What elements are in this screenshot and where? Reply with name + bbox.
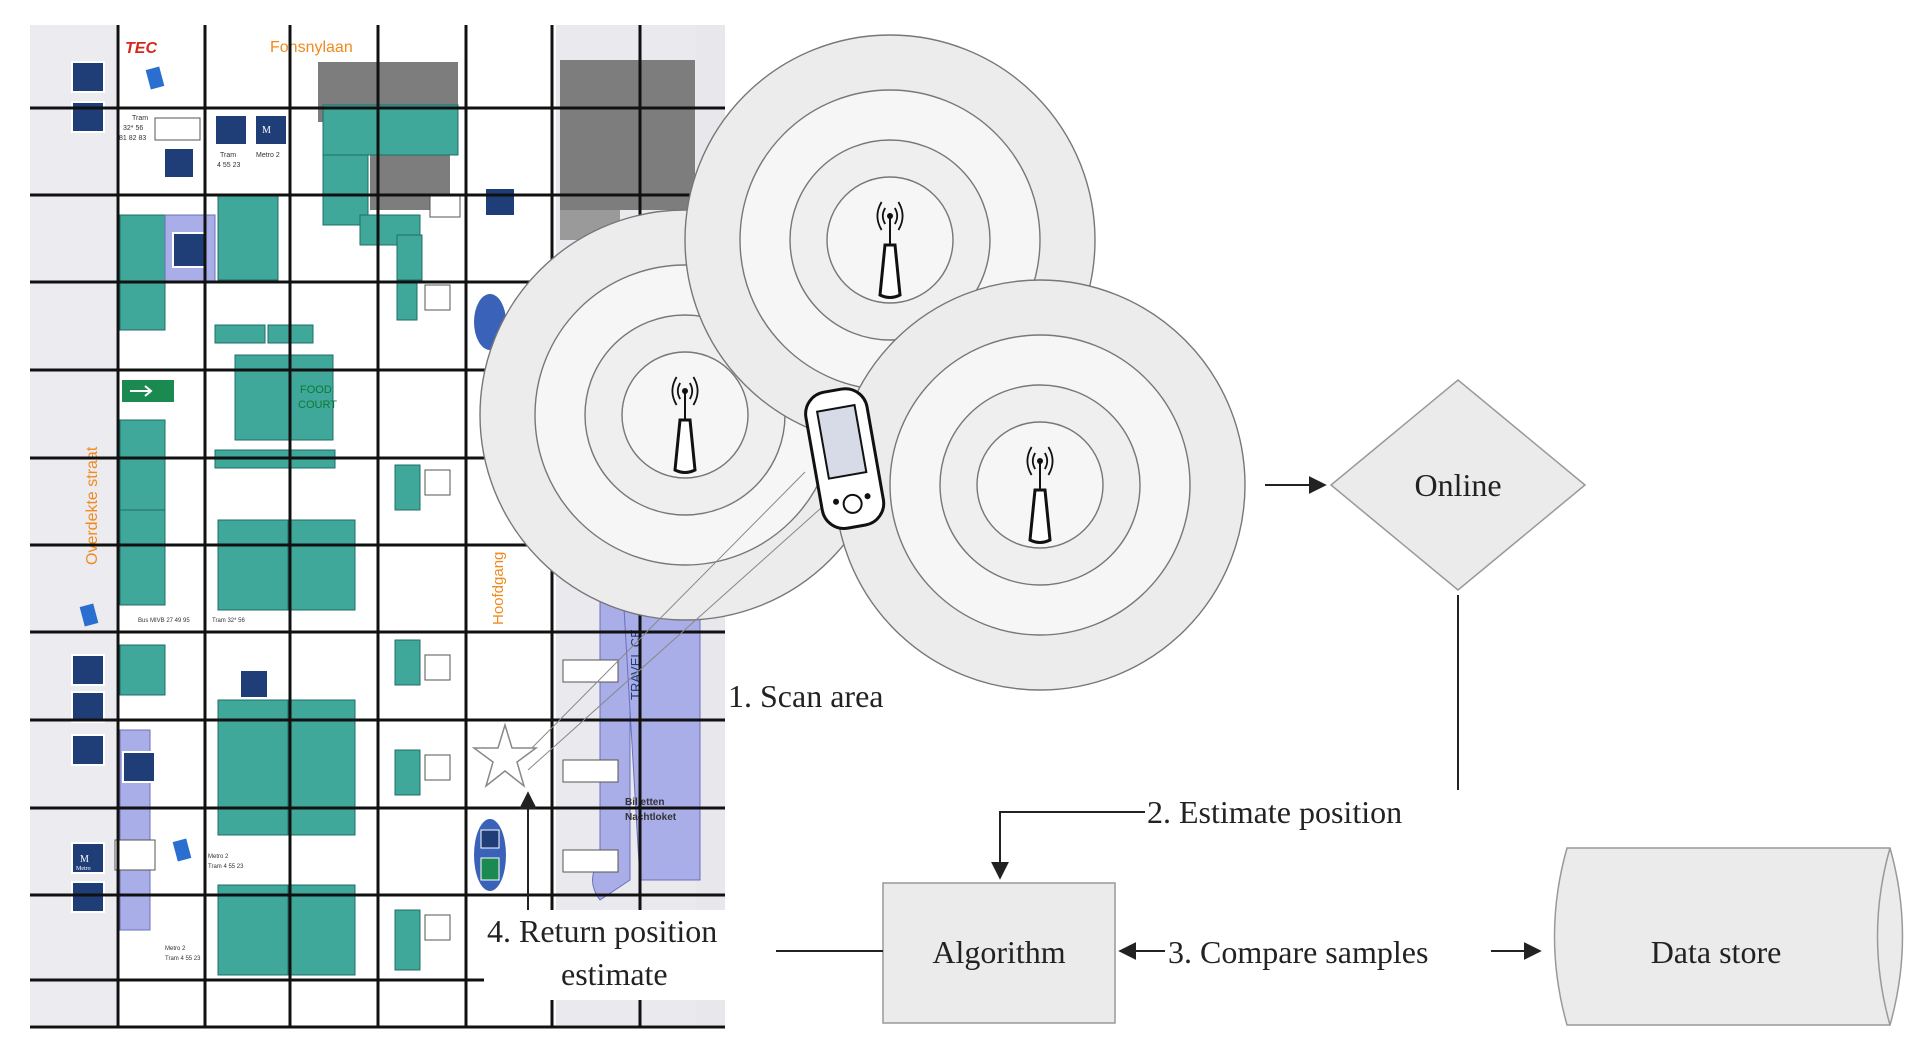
step-compare-label: 3. Compare samples xyxy=(1168,934,1428,970)
metro-icon-label: M xyxy=(262,125,271,136)
transport-icons: M M Metro xyxy=(71,61,516,913)
metro-icon-sub: Metro xyxy=(76,866,91,872)
star-marker-icon xyxy=(471,722,539,789)
datastore-label: Data store xyxy=(1651,934,1782,970)
wheelchair-icon xyxy=(122,751,156,783)
bus-label: Bus MIVB 27 49 95 xyxy=(138,618,190,624)
step-estimate-label: 2. Estimate position xyxy=(1147,794,1402,830)
wifi-antenna-icon xyxy=(1026,446,1054,544)
shop-block xyxy=(322,104,459,156)
tram-label: Tram xyxy=(132,115,148,122)
street-left-label: Overdekte straat xyxy=(84,446,101,565)
wifi-antenna-icon xyxy=(876,201,904,299)
access-point xyxy=(834,279,1246,691)
algorithm-node xyxy=(882,882,1116,1024)
tram3-label: Tram 32* 56 xyxy=(212,618,245,624)
metro-icon xyxy=(254,114,288,146)
algorithm-label: Algorithm xyxy=(932,934,1065,970)
metro3-tram: Tram 4 55 23 xyxy=(165,956,201,962)
wifi-antenna-icon xyxy=(671,376,699,474)
bus-icon xyxy=(484,187,516,217)
ticket-label-2: Nachtloket xyxy=(625,812,677,823)
phone-icon xyxy=(163,147,195,179)
tram-icon xyxy=(71,691,105,723)
online-node xyxy=(1329,379,1587,591)
online-label: Online xyxy=(1414,467,1501,503)
bus-icon xyxy=(71,654,105,686)
main-corridor-label: Hoofdgang xyxy=(490,552,507,625)
tram-icon xyxy=(71,881,105,913)
tram2-lines: 4 55 23 xyxy=(217,162,240,169)
step-return-label-2: estimate xyxy=(561,956,668,992)
step-scan-label: 1. Scan area xyxy=(728,678,883,714)
metro2-tram: Tram 4 55 23 xyxy=(208,864,244,870)
toilets-icon xyxy=(172,232,206,268)
ticket-card-icon xyxy=(145,66,165,90)
flowchart: Online Algorithm Data store 1. Scan area… xyxy=(484,379,1904,1026)
device-to-position-lines xyxy=(519,471,831,771)
metro2-label: Metro 2 xyxy=(208,854,229,860)
metro-icon xyxy=(71,842,105,874)
metro-label: Metro 2 xyxy=(256,152,280,159)
street-top-label: Fonsnylaan xyxy=(270,39,353,56)
taxi-icon xyxy=(71,734,105,766)
tram2-label: Tram xyxy=(220,152,236,159)
tram-lines: 32* 56 xyxy=(123,125,143,132)
tec-logo: TEC xyxy=(125,40,157,57)
tram-icon xyxy=(214,114,248,146)
datastore-node xyxy=(1553,847,1904,1026)
metro-icon-label-2: M xyxy=(80,854,89,865)
food-court-label-2: COURT xyxy=(298,399,337,411)
phone-icon xyxy=(239,669,269,699)
metro3-label: Metro 2 xyxy=(165,946,186,952)
step-return-label: 4. Return position xyxy=(487,913,717,949)
food-court-label: FOOD xyxy=(300,384,332,396)
ticket-label: Biljetten xyxy=(625,797,664,808)
handheld-device-icon xyxy=(804,387,886,530)
bus-icon xyxy=(71,61,105,93)
access-point-coverage xyxy=(479,34,1246,691)
tram-lines-2: 81 82 83 xyxy=(119,135,146,142)
